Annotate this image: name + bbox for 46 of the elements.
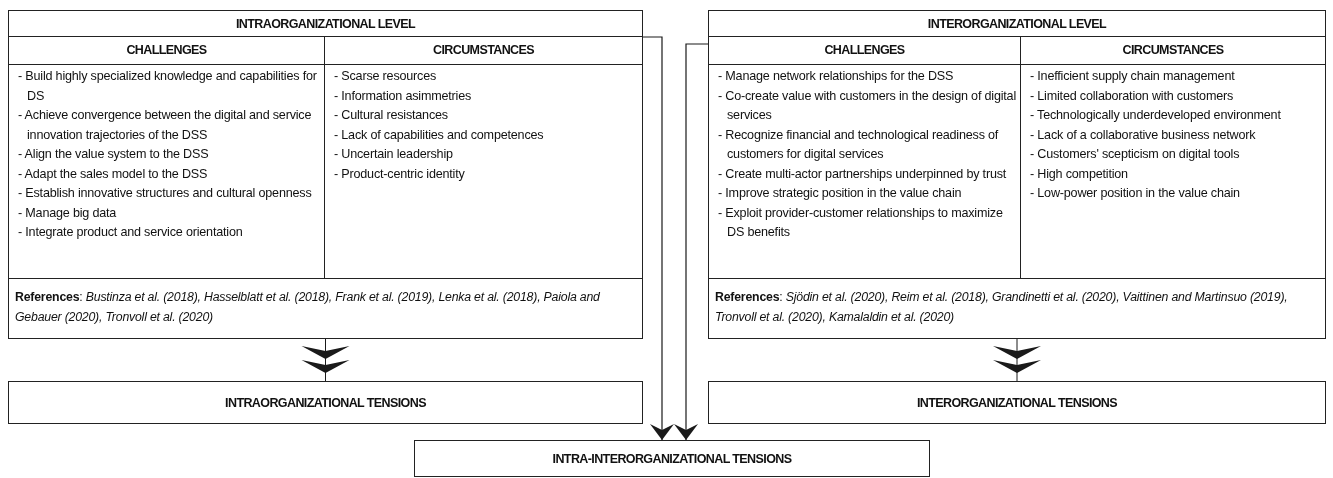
double-chevron-arrow <box>993 338 1041 382</box>
list-item: - Establish innovative structures and cultural openness <box>17 185 313 202</box>
box-label: INTRAORGANIZATIONAL TENSIONS <box>225 395 426 410</box>
list-item: - Information asimmetries <box>333 87 473 105</box>
list-item: - Lack of a collaborative business network <box>1029 126 1257 144</box>
list-item: - Customers' scepticism on digital tools <box>1029 146 1241 163</box>
list-item: - Achieve convergence between the digital and service innovation trajectories of the DSS <box>17 107 313 144</box>
column-heading: CHALLENGES <box>9 37 324 65</box>
list-item: - Lack of capabilities and competences <box>333 126 545 144</box>
list-item: - Co-create value with customers in the design of digital services <box>717 87 1016 124</box>
list-item: - Uncertain leadership <box>333 146 454 163</box>
list-item: - Adapt the sales model to the DSS <box>17 165 209 183</box>
list-item: - Limited collaboration with customers <box>1029 87 1235 105</box>
column-heading: CHALLENGES <box>709 37 1020 65</box>
list-item: - Recognize financial and technological readiness of customers for digital services <box>717 126 1000 163</box>
list-item: - Align the value system to the DSS <box>17 146 210 163</box>
list-item: - Manage big data <box>17 204 118 222</box>
list-item: - Exploit provider-customer relationships to maximize DS benefits <box>717 204 1004 241</box>
level-panel <box>708 10 1326 339</box>
box-label: INTERORGANIZATIONAL TENSIONS <box>916 395 1118 410</box>
list-item: - Integrate product and service orientation <box>17 224 244 241</box>
column-heading: CIRCUMSTANCES <box>1021 37 1325 65</box>
box-label: INTRA-INTERORGANIZATIONAL TENSIONS <box>552 451 792 466</box>
list-item: - Inefficient supply chain management <box>1029 68 1236 85</box>
list-item: - Low-power position in the value chain <box>1029 185 1241 202</box>
list-item: - Scarse resources <box>333 68 438 85</box>
list-item: - Technologically underdeveloped environment <box>1029 107 1282 124</box>
panel-title: INTERORGANIZATIONAL LEVEL <box>926 16 1108 33</box>
list-item: - Improve strategic position in the value chain <box>717 185 963 202</box>
references-text: References: Bustinza et al. (2018), Hasselblatt et al. (2018), Frank et al. (2019), Lenka et al. (2018), Paiola and Gebauer (2020), Tronvoll et al. (2020) <box>14 289 601 326</box>
panel-title: INTRAORGANIZATIONAL LEVEL <box>235 16 417 33</box>
tension-box <box>414 440 930 477</box>
column-heading: CIRCUMSTANCES <box>325 37 642 65</box>
tension-box <box>8 381 643 424</box>
list-item: - Product-centric identity <box>333 165 466 183</box>
list-item: - High competition <box>1029 165 1129 183</box>
level-panel <box>8 10 643 339</box>
double-chevron-arrow <box>301 338 350 382</box>
list-item: - Manage network relationships for the DSS <box>717 68 955 85</box>
list-item: - Create multi-actor partnerships underpinned by trust <box>717 165 1008 183</box>
tension-box <box>708 381 1326 424</box>
list-item: - Cultural resistances <box>333 107 449 124</box>
arrow <box>674 43 709 441</box>
references-text: References: Sjödin et al. (2020), Reim et al. (2018), Grandinetti et al. (2020), Vaittinen and Martinsuo (2019), Tronvoll et al. (2020), Kamalaldin et al. (2020) <box>714 289 1289 326</box>
list-item: - Build highly specialized knowledge and capabilities for DS <box>17 68 318 105</box>
arrow <box>642 36 674 441</box>
